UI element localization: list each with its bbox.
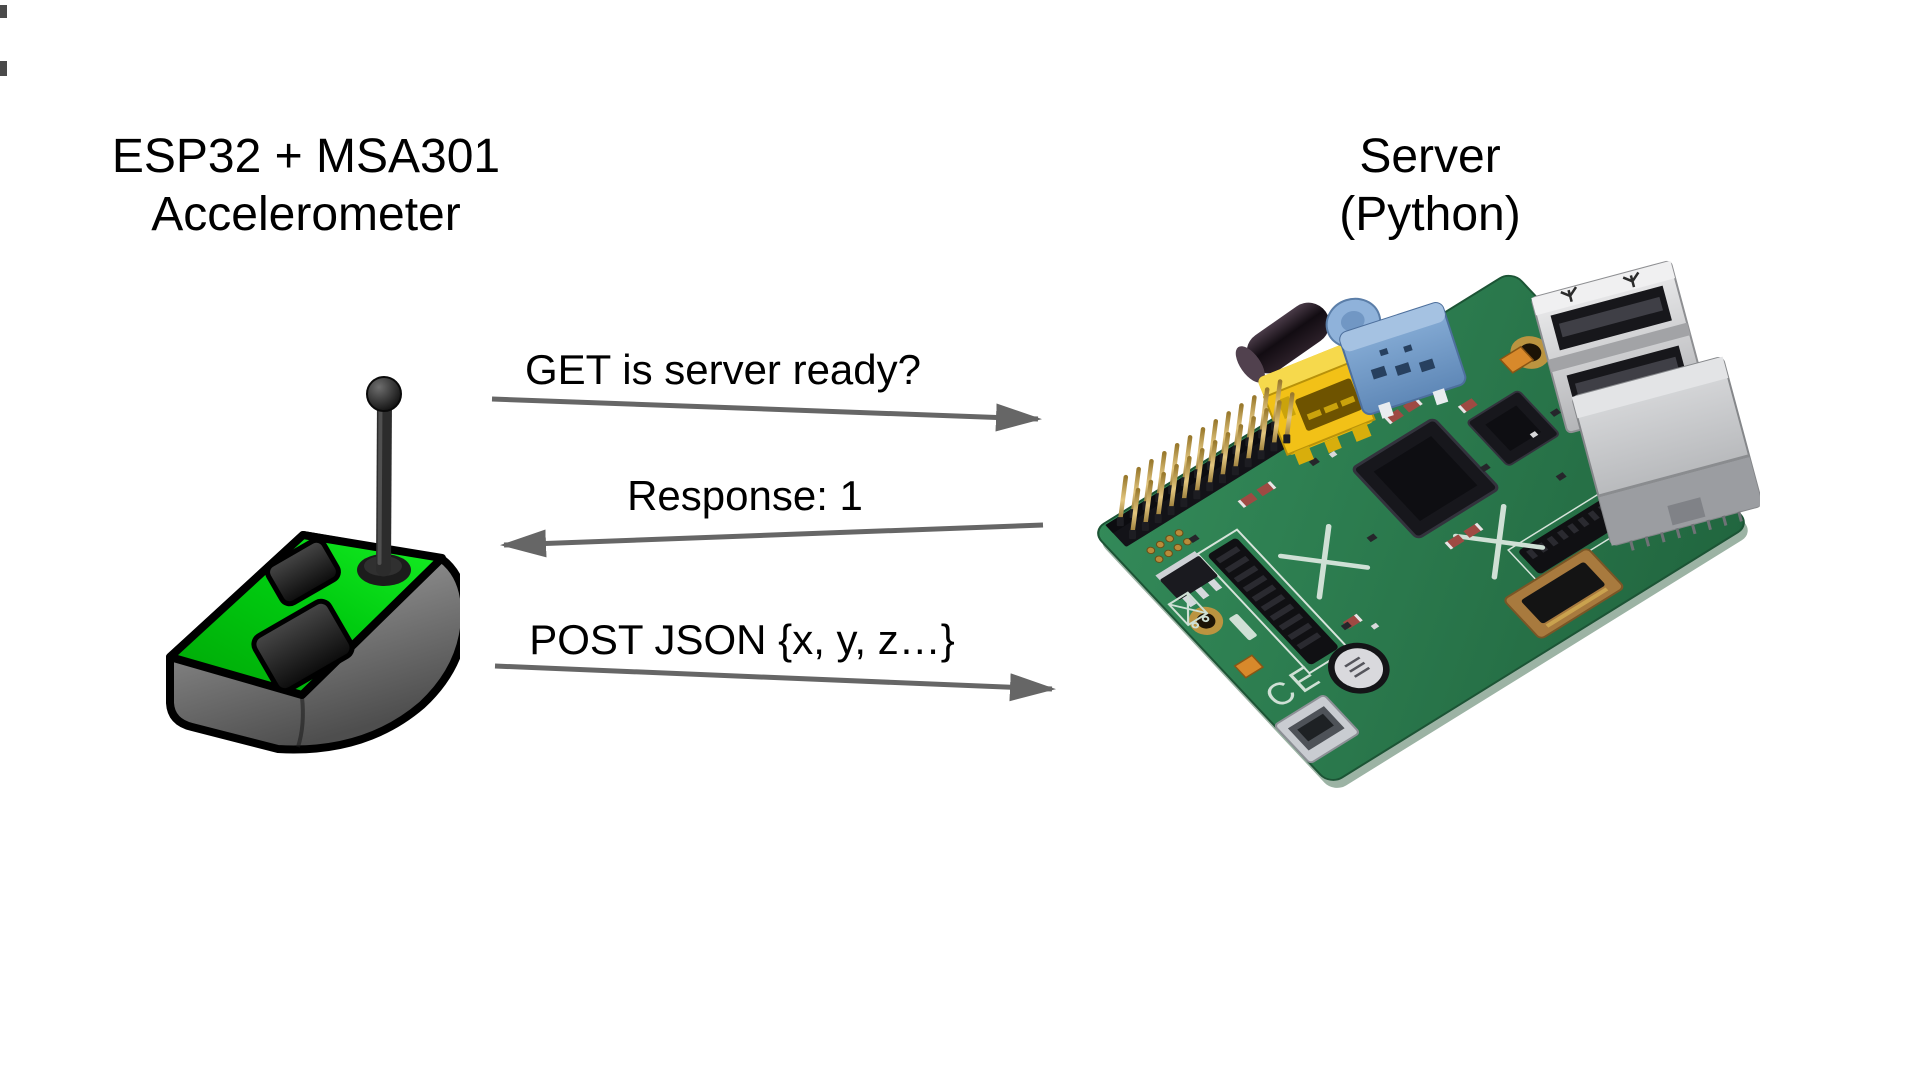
raspberry-pi-board-icon: CE <box>1097 260 1760 788</box>
client-title-line1: ESP32 + MSA301 <box>111 130 501 183</box>
hdmi-port <box>1504 548 1624 639</box>
soc-chip <box>1352 418 1499 539</box>
silkscreen-x-marks <box>1277 504 1546 600</box>
lan-chip <box>1467 390 1559 466</box>
ethernet-port <box>1571 356 1760 551</box>
smd-resistors <box>1237 397 1484 629</box>
message-label-post: POST JSON {x, y, z…} <box>529 616 955 663</box>
server-title-line1: Server <box>1359 130 1501 183</box>
message-label-get: GET is server ready? <box>524 346 922 393</box>
screen-edge-artifact <box>0 5 7 18</box>
client-title-line2: Accelerometer <box>151 188 461 241</box>
server-node-title: Server (Python) <box>1339 128 1520 244</box>
audio-jack <box>1325 297 1467 419</box>
client-node-title: ESP32 + MSA301 Accelerometer <box>112 128 500 244</box>
rca-barrel <box>1235 302 1330 383</box>
voltage-regulator <box>1155 551 1223 608</box>
weee-mark <box>1167 591 1210 629</box>
micro-usb-port <box>1274 695 1360 764</box>
message-label-response: Response: 1 <box>627 472 863 519</box>
transmitter-button <box>265 537 341 607</box>
capacitor-icon <box>1328 642 1390 694</box>
transmitter-button <box>251 598 355 694</box>
arrow-get-request <box>491 396 1042 432</box>
server-title-line2: (Python) <box>1339 188 1521 241</box>
arrow-post-json <box>494 663 1056 702</box>
antenna-icon <box>357 376 411 586</box>
screen-edge-artifact <box>0 61 7 76</box>
wireless-transmitter-icon <box>166 376 460 754</box>
usb-symbol <box>1560 271 1640 303</box>
camera-connector <box>1196 528 1351 675</box>
arrow-response <box>500 522 1044 558</box>
